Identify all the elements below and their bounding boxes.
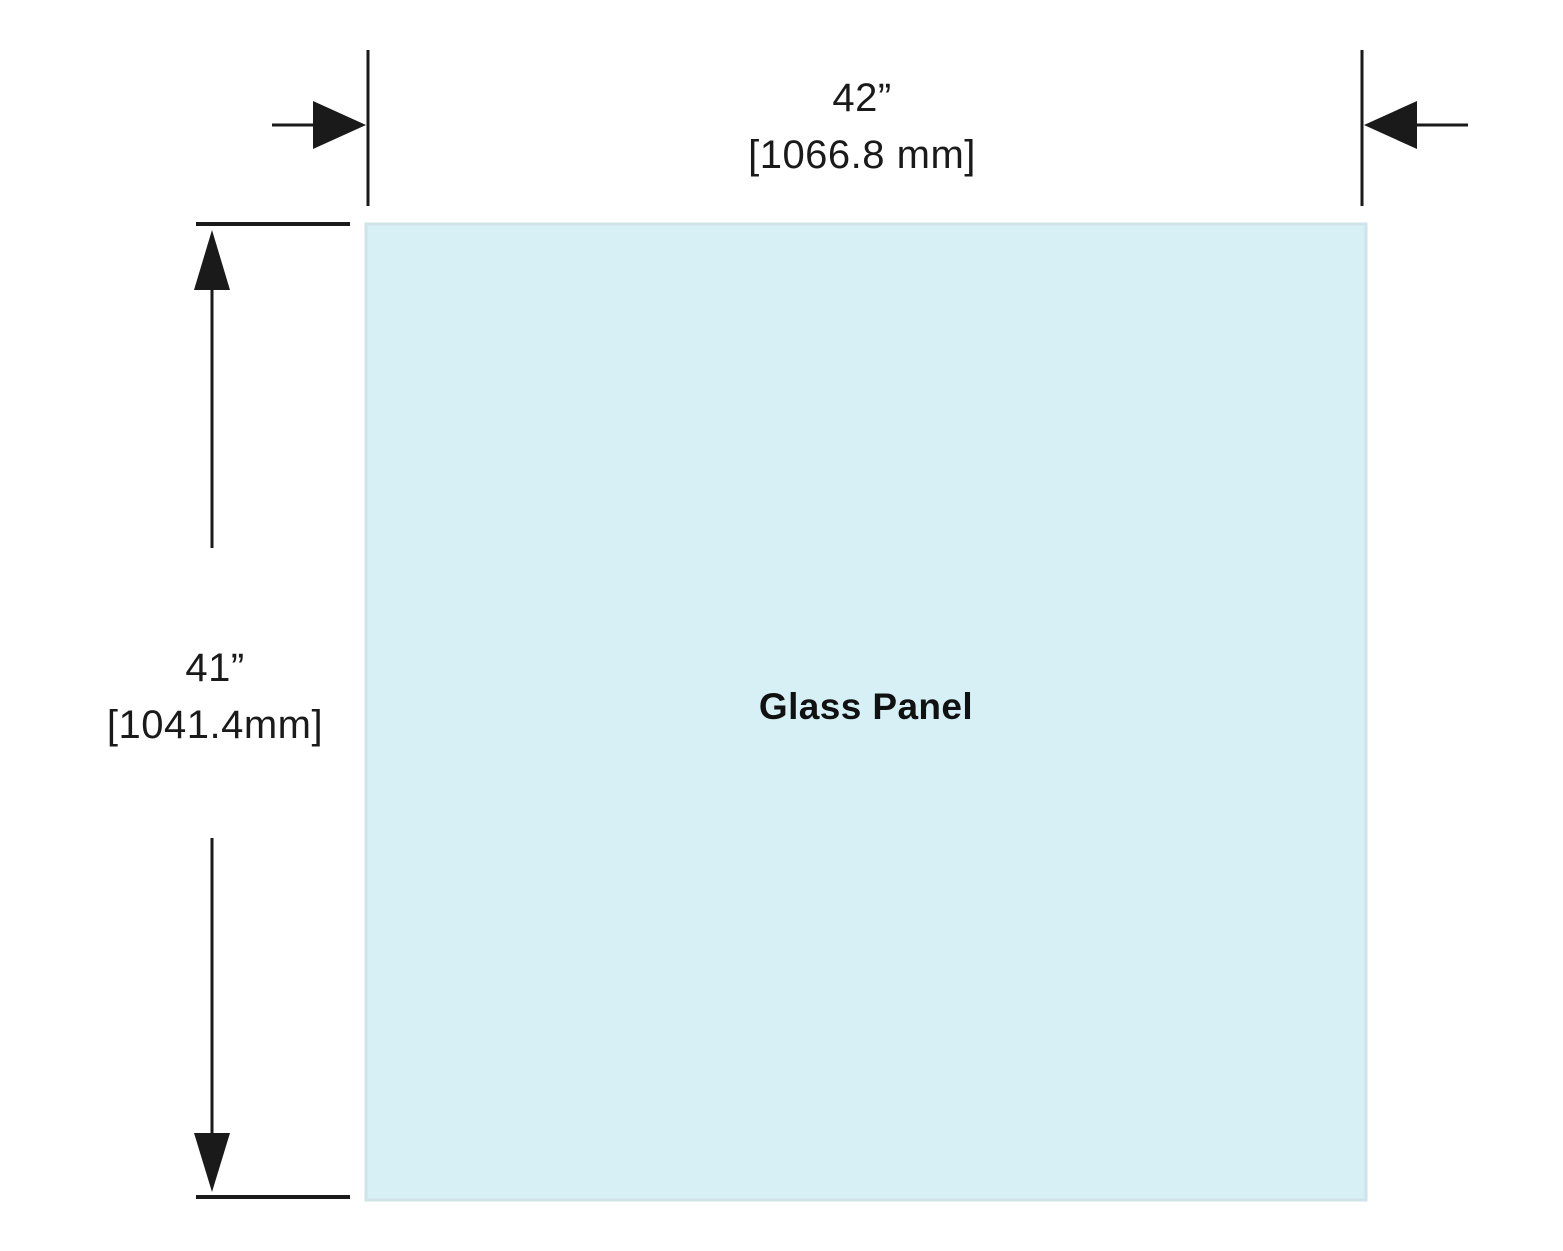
glass-panel-label: Glass Panel — [758, 686, 974, 727]
arrow-right-icon — [313, 101, 366, 149]
height-dimension-label: 41” [1041.4mm] — [0, 648, 515, 745]
height-dimension-imperial: 41” — [185, 646, 245, 690]
width-dimension-label: 42” [1066.8 mm] — [562, 78, 1162, 175]
width-dimension-imperial: 42” — [832, 76, 892, 120]
arrow-up-icon — [194, 230, 230, 290]
glass-panel-shape — [364, 222, 1368, 1202]
height-dimension-metric: [1041.4mm] — [106, 703, 324, 747]
arrow-down-icon — [194, 1133, 230, 1192]
arrow-left-icon — [1364, 101, 1417, 149]
width-dimension-metric: [1066.8 mm] — [748, 133, 976, 177]
